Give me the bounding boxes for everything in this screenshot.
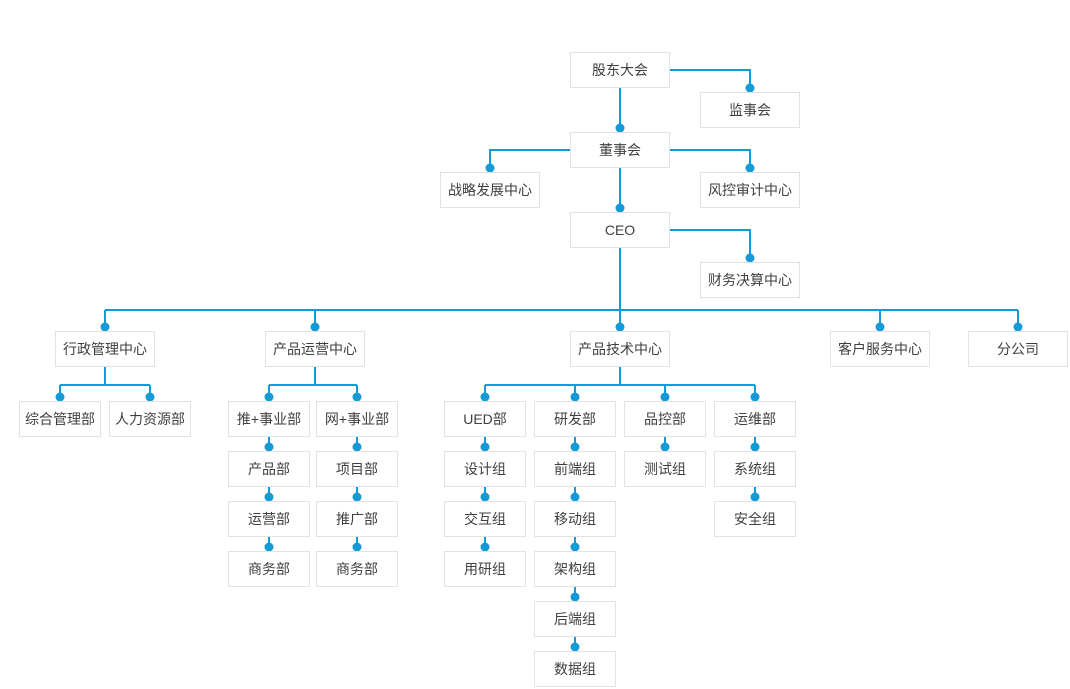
- node-interaction-team[interactable]: 交互组: [444, 501, 526, 537]
- node-tui-plus-division[interactable]: 推+事业部: [228, 401, 310, 437]
- node-testing-team[interactable]: 测试组: [624, 451, 706, 487]
- node-ops-dept[interactable]: 运维部: [714, 401, 796, 437]
- node-user-research-team[interactable]: 用研组: [444, 551, 526, 587]
- node-board-of-directors[interactable]: 董事会: [570, 132, 670, 168]
- node-architecture-team[interactable]: 架构组: [534, 551, 616, 587]
- node-supervisory-board[interactable]: 监事会: [700, 92, 800, 128]
- node-customer-service-center[interactable]: 客户服务中心: [830, 331, 930, 367]
- node-project-dept[interactable]: 项目部: [316, 451, 398, 487]
- node-frontend-team[interactable]: 前端组: [534, 451, 616, 487]
- node-ceo[interactable]: CEO: [570, 212, 670, 248]
- node-hr-dept[interactable]: 人力资源部: [109, 401, 191, 437]
- node-data-team[interactable]: 数据组: [534, 651, 616, 687]
- node-ued-dept[interactable]: UED部: [444, 401, 526, 437]
- node-financial-settlement-center[interactable]: 财务决算中心: [700, 262, 800, 298]
- node-product-operations-center[interactable]: 产品运营中心: [265, 331, 365, 367]
- node-business-dept-1[interactable]: 商务部: [228, 551, 310, 587]
- node-system-team[interactable]: 系统组: [714, 451, 796, 487]
- node-qc-dept[interactable]: 品控部: [624, 401, 706, 437]
- node-rd-dept[interactable]: 研发部: [534, 401, 616, 437]
- node-branch-company[interactable]: 分公司: [968, 331, 1068, 367]
- node-security-team[interactable]: 安全组: [714, 501, 796, 537]
- node-mobile-team[interactable]: 移动组: [534, 501, 616, 537]
- node-strategy-development-center[interactable]: 战略发展中心: [440, 172, 540, 208]
- node-promotion-dept[interactable]: 推广部: [316, 501, 398, 537]
- node-shareholders-meeting[interactable]: 股东大会: [570, 52, 670, 88]
- node-design-team[interactable]: 设计组: [444, 451, 526, 487]
- node-product-dept[interactable]: 产品部: [228, 451, 310, 487]
- node-risk-audit-center[interactable]: 风控审计中心: [700, 172, 800, 208]
- node-product-technology-center[interactable]: 产品技术中心: [570, 331, 670, 367]
- node-wang-plus-division[interactable]: 网+事业部: [316, 401, 398, 437]
- node-backend-team[interactable]: 后端组: [534, 601, 616, 637]
- node-general-management-dept[interactable]: 综合管理部: [19, 401, 101, 437]
- node-business-dept-2[interactable]: 商务部: [316, 551, 398, 587]
- node-admin-management-center[interactable]: 行政管理中心: [55, 331, 155, 367]
- node-operations-dept[interactable]: 运营部: [228, 501, 310, 537]
